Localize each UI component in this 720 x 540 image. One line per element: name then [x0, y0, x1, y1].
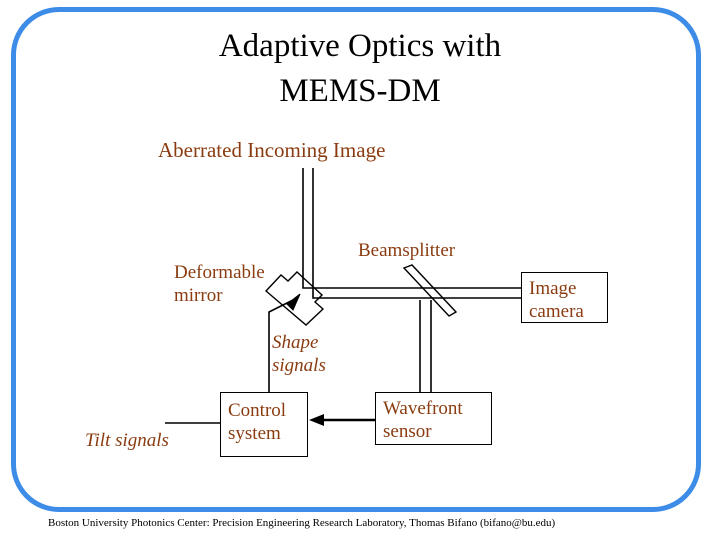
label-shape-signals-line-2: signals: [272, 355, 326, 377]
footer-credit: Boston University Photonics Center: Prec…: [48, 517, 556, 529]
shape-signals-line: [268, 297, 298, 392]
title-line-1: Adaptive Optics with: [218, 28, 502, 64]
beam-incoming-outer-ray: [302, 168, 521, 289]
beam-incoming-inner-ray: [312, 168, 521, 299]
beamsplitter-shape: [402, 264, 458, 317]
box-control-system-line-2: system: [228, 423, 281, 445]
deformable-mirror-shape: [264, 271, 325, 326]
box-control-system[interactable]: Control system: [220, 392, 308, 457]
label-aberrated-incoming-image: Aberrated Incoming Image: [158, 138, 386, 162]
box-image-camera-line-1: Image: [529, 278, 577, 299]
wavefront-feedback-arrowhead: [309, 414, 324, 426]
label-deformable-mirror: Deformable mirror: [174, 261, 294, 307]
label-deformable-mirror-line-1: Deformable: [174, 262, 265, 283]
box-image-camera[interactable]: Image camera: [521, 272, 608, 323]
box-wavefront-sensor-line-1: Wavefront: [383, 398, 463, 419]
box-wavefront-sensor-line-2: sensor: [383, 421, 432, 443]
page-title: Adaptive Optics with MEMS-DM: [60, 24, 660, 113]
box-control-system-line-1: Control: [228, 400, 287, 421]
label-shape-signals-line-1: Shape: [272, 332, 319, 353]
box-image-camera-line-2: camera: [529, 301, 584, 323]
box-wavefront-sensor[interactable]: Wavefront sensor: [375, 392, 492, 445]
label-deformable-mirror-line-2: mirror: [174, 285, 223, 307]
title-line-2: MEMS-DM: [279, 72, 441, 109]
label-tilt-signals: Tilt signals: [85, 430, 169, 451]
label-shape-signals: Shape signals: [272, 331, 362, 377]
shape-signals-arrowhead: [286, 293, 301, 311]
label-beamsplitter: Beamsplitter: [358, 240, 456, 261]
